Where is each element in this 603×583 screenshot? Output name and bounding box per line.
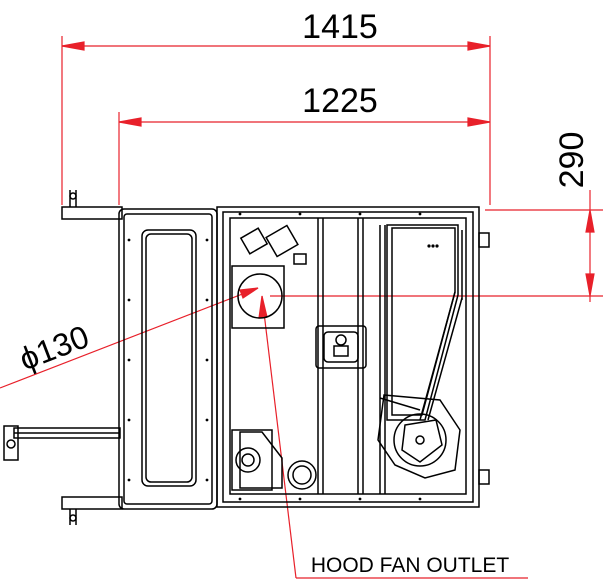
dimension-frame-width: 1225 — [302, 82, 378, 120]
hopper-dots — [427, 244, 439, 248]
left-bracket-top — [61, 190, 123, 220]
dimension-lines — [0, 36, 603, 579]
bottom-left-fan — [231, 429, 283, 491]
rotary-valve — [377, 394, 461, 479]
vertical-rails — [317, 218, 386, 494]
main-body — [216, 206, 480, 508]
left-door-panel — [118, 208, 218, 510]
machine-outline — [3, 190, 490, 525]
outlet-box — [231, 265, 285, 329]
dimension-outlet-offset: 290 — [553, 132, 591, 189]
right-nubs — [478, 232, 490, 485]
top-motors — [239, 224, 307, 265]
right-hopper — [386, 224, 463, 421]
dimension-outlet-diameter: ϕ130 — [14, 318, 93, 377]
bottom-wheel — [287, 460, 317, 490]
border-screws — [127, 212, 422, 501]
carriage — [315, 325, 367, 369]
hood-fan-outlet-label: HOOD FAN OUTLET — [311, 554, 510, 577]
dimension-overall-width: 1415 — [302, 8, 378, 46]
conveyor-arm — [3, 425, 121, 461]
left-bracket-bottom — [61, 496, 123, 525]
